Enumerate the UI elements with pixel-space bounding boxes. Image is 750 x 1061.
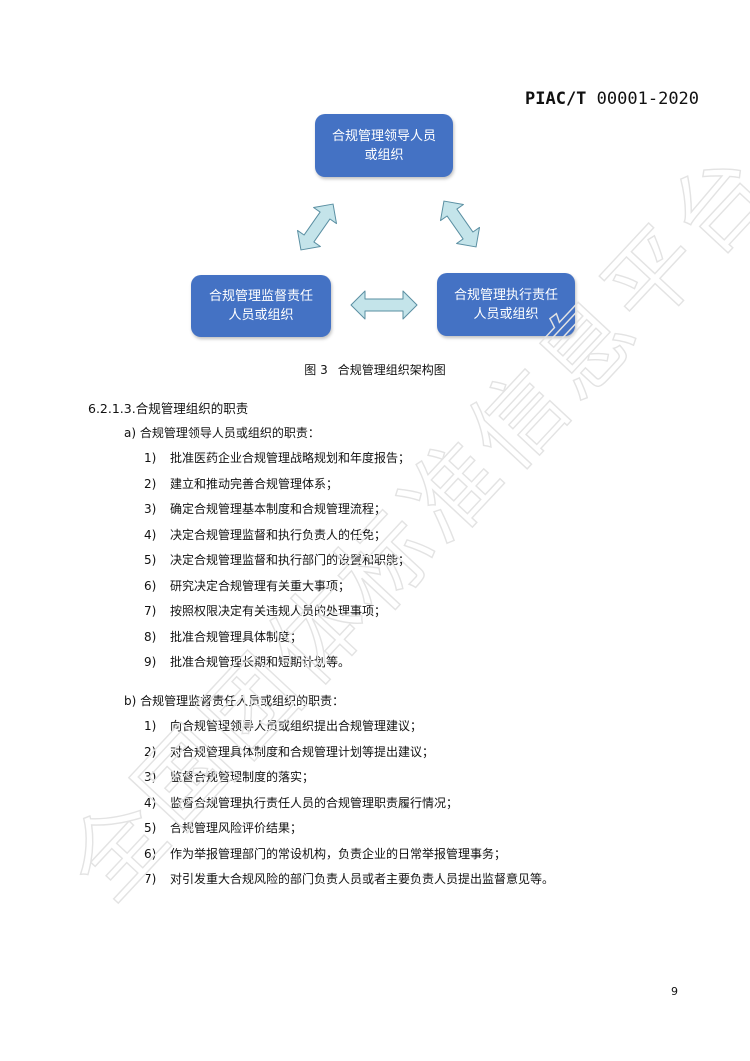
list-item: 8) 批准合规管理具体制度； — [144, 625, 410, 651]
list-item-text: 决定合规管理监督和执行负责人的任免； — [170, 527, 387, 542]
list-item: 2) 对合规管理具体制度和合规管理计划等提出建议； — [144, 740, 554, 766]
list-item-text: 确定合规管理基本制度和合规管理流程； — [170, 502, 387, 516]
list-item: 6) 研究决定合规管理有关重大事项； — [144, 574, 410, 600]
list-item-text: 合规管理风险评价结果； — [170, 821, 303, 835]
list-item-number: 7) — [144, 872, 157, 886]
list-item-number: 5) — [144, 553, 157, 567]
subsection-heading-b: b) 合规管理监督责任人员或组织的职责： — [124, 694, 345, 708]
list-item: 2) 建立和推动完善合规管理体系； — [144, 472, 410, 498]
arrow-bottom — [350, 290, 418, 320]
list-item: 5) 决定合规管理监督和执行部门的设置和职能； — [144, 548, 410, 574]
list-item-number: 7) — [144, 604, 157, 618]
list-item: 6) 作为举报管理部门的常设机构，负责企业的日常举报管理事务； — [144, 842, 554, 868]
section-number: 6.2.1.3. — [88, 401, 136, 416]
arrow-top-left — [297, 203, 337, 251]
box-compliance-supervision: 合规管理监督责任人员或组织 — [191, 275, 331, 337]
list-item-number: 2) — [144, 476, 157, 491]
list-item-number: 9) — [144, 655, 157, 669]
list-item-number: 2) — [144, 744, 157, 759]
list-item: 4) 决定合规管理监督和执行负责人的任免； — [144, 523, 410, 549]
list-item-number: 1) — [144, 719, 157, 733]
section-title: 合规管理组织的职责 — [135, 401, 249, 416]
list-item-number: 4) — [144, 795, 157, 810]
list-item-number: 6) — [144, 578, 157, 593]
list-item-text: 批准合规管理长期和短期计划等。 — [170, 655, 351, 669]
list-item: 4) 监督合规管理执行责任人员的合规管理职责履行情况； — [144, 791, 554, 817]
list-item-text: 监督合规管理执行责任人员的合规管理职责履行情况； — [170, 795, 459, 810]
list-item-text: 研究决定合规管理有关重大事项； — [170, 578, 351, 593]
list-item-text: 按照权限决定有关违规人员的处理事项； — [170, 604, 387, 618]
duty-list-b: 1) 向合规管理领导人员或组织提出合规管理建议； 2) 对合规管理具体制度和合规管理… — [144, 714, 554, 893]
list-item-text: 对合规管理具体制度和合规管理计划等提出建议； — [170, 744, 435, 759]
list-item: 9) 批准合规管理长期和短期计划等。 — [144, 650, 410, 676]
list-item-number: 1) — [144, 451, 157, 465]
box-compliance-execution-label: 合规管理执行责任人员或组织 — [453, 287, 558, 322]
figure-label: 图 3 — [304, 363, 328, 377]
list-item-text: 批准医药企业合规管理战略规划和年度报告； — [170, 451, 411, 465]
list-item-text: 对引发重大合规风险的部门负责人员或者主要负责人员提出监督意见等。 — [170, 872, 555, 886]
list-item-text: 决定合规管理监督和执行部门的设置和职能； — [170, 553, 411, 567]
list-item-number: 8) — [144, 629, 157, 644]
list-item-text: 建立和推动完善合规管理体系； — [170, 476, 339, 491]
box-compliance-leadership: 合规管理领导人员或组织 — [315, 114, 453, 177]
subsection-heading-a: a) 合规管理领导人员或组织的职责： — [124, 426, 320, 440]
list-item-number: 5) — [144, 821, 157, 835]
list-item: 7) 对引发重大合规风险的部门负责人员或者主要负责人员提出监督意见等。 — [144, 867, 554, 893]
box-compliance-execution: 合规管理执行责任人员或组织 — [437, 273, 575, 336]
duty-list-a: 1)批准医药企业合规管理战略规划和年度报告； 2)建立和推动完善合规管理体系； … — [144, 446, 410, 676]
list-item-text: 监督合规管理制度的落实； — [170, 770, 315, 784]
page-number: 9 — [671, 985, 678, 998]
list-item-number: 6) — [144, 846, 157, 861]
list-item: 5) 合规管理风险评价结果； — [144, 816, 554, 842]
list-item: 3) 确定合规管理基本制度和合规管理流程； — [144, 497, 410, 523]
list-item-number: 4) — [144, 527, 157, 542]
list-item-text: 向合规管理领导人员或组织提出合规管理建议； — [170, 719, 423, 733]
section-heading: 6.2.1.3.合规管理组织的职责 — [88, 398, 248, 417]
list-item-text: 批准合规管理具体制度； — [170, 629, 303, 644]
document-code-prefix: PIAC/T — [525, 89, 587, 109]
list-item: 7) 按照权限决定有关违规人员的处理事项； — [144, 599, 410, 625]
figure-caption: 图 3 合规管理组织架构图 — [0, 361, 750, 378]
list-item-text: 作为举报管理部门的常设机构，负责企业的日常举报管理事务； — [170, 846, 507, 861]
list-item-number: 3) — [144, 770, 157, 784]
figure-title: 合规管理组织架构图 — [337, 363, 446, 377]
box-compliance-supervision-label: 合规管理监督责任人员或组织 — [208, 289, 313, 323]
box-compliance-leadership-label: 合规管理领导人员或组织 — [331, 128, 436, 163]
list-item: 1) 批准医药企业合规管理战略规划和年度报告； — [144, 446, 410, 472]
list-item-number: 3) — [144, 502, 157, 516]
list-item: 1) 向合规管理领导人员或组织提出合规管理建议； — [144, 714, 554, 740]
document-code-number: 00001-2020 — [596, 89, 700, 109]
list-item: 3) 监督合规管理制度的落实； — [144, 765, 554, 791]
document-code: PIAC/T 00001-2020 — [525, 89, 699, 109]
arrow-top-right — [440, 200, 480, 248]
